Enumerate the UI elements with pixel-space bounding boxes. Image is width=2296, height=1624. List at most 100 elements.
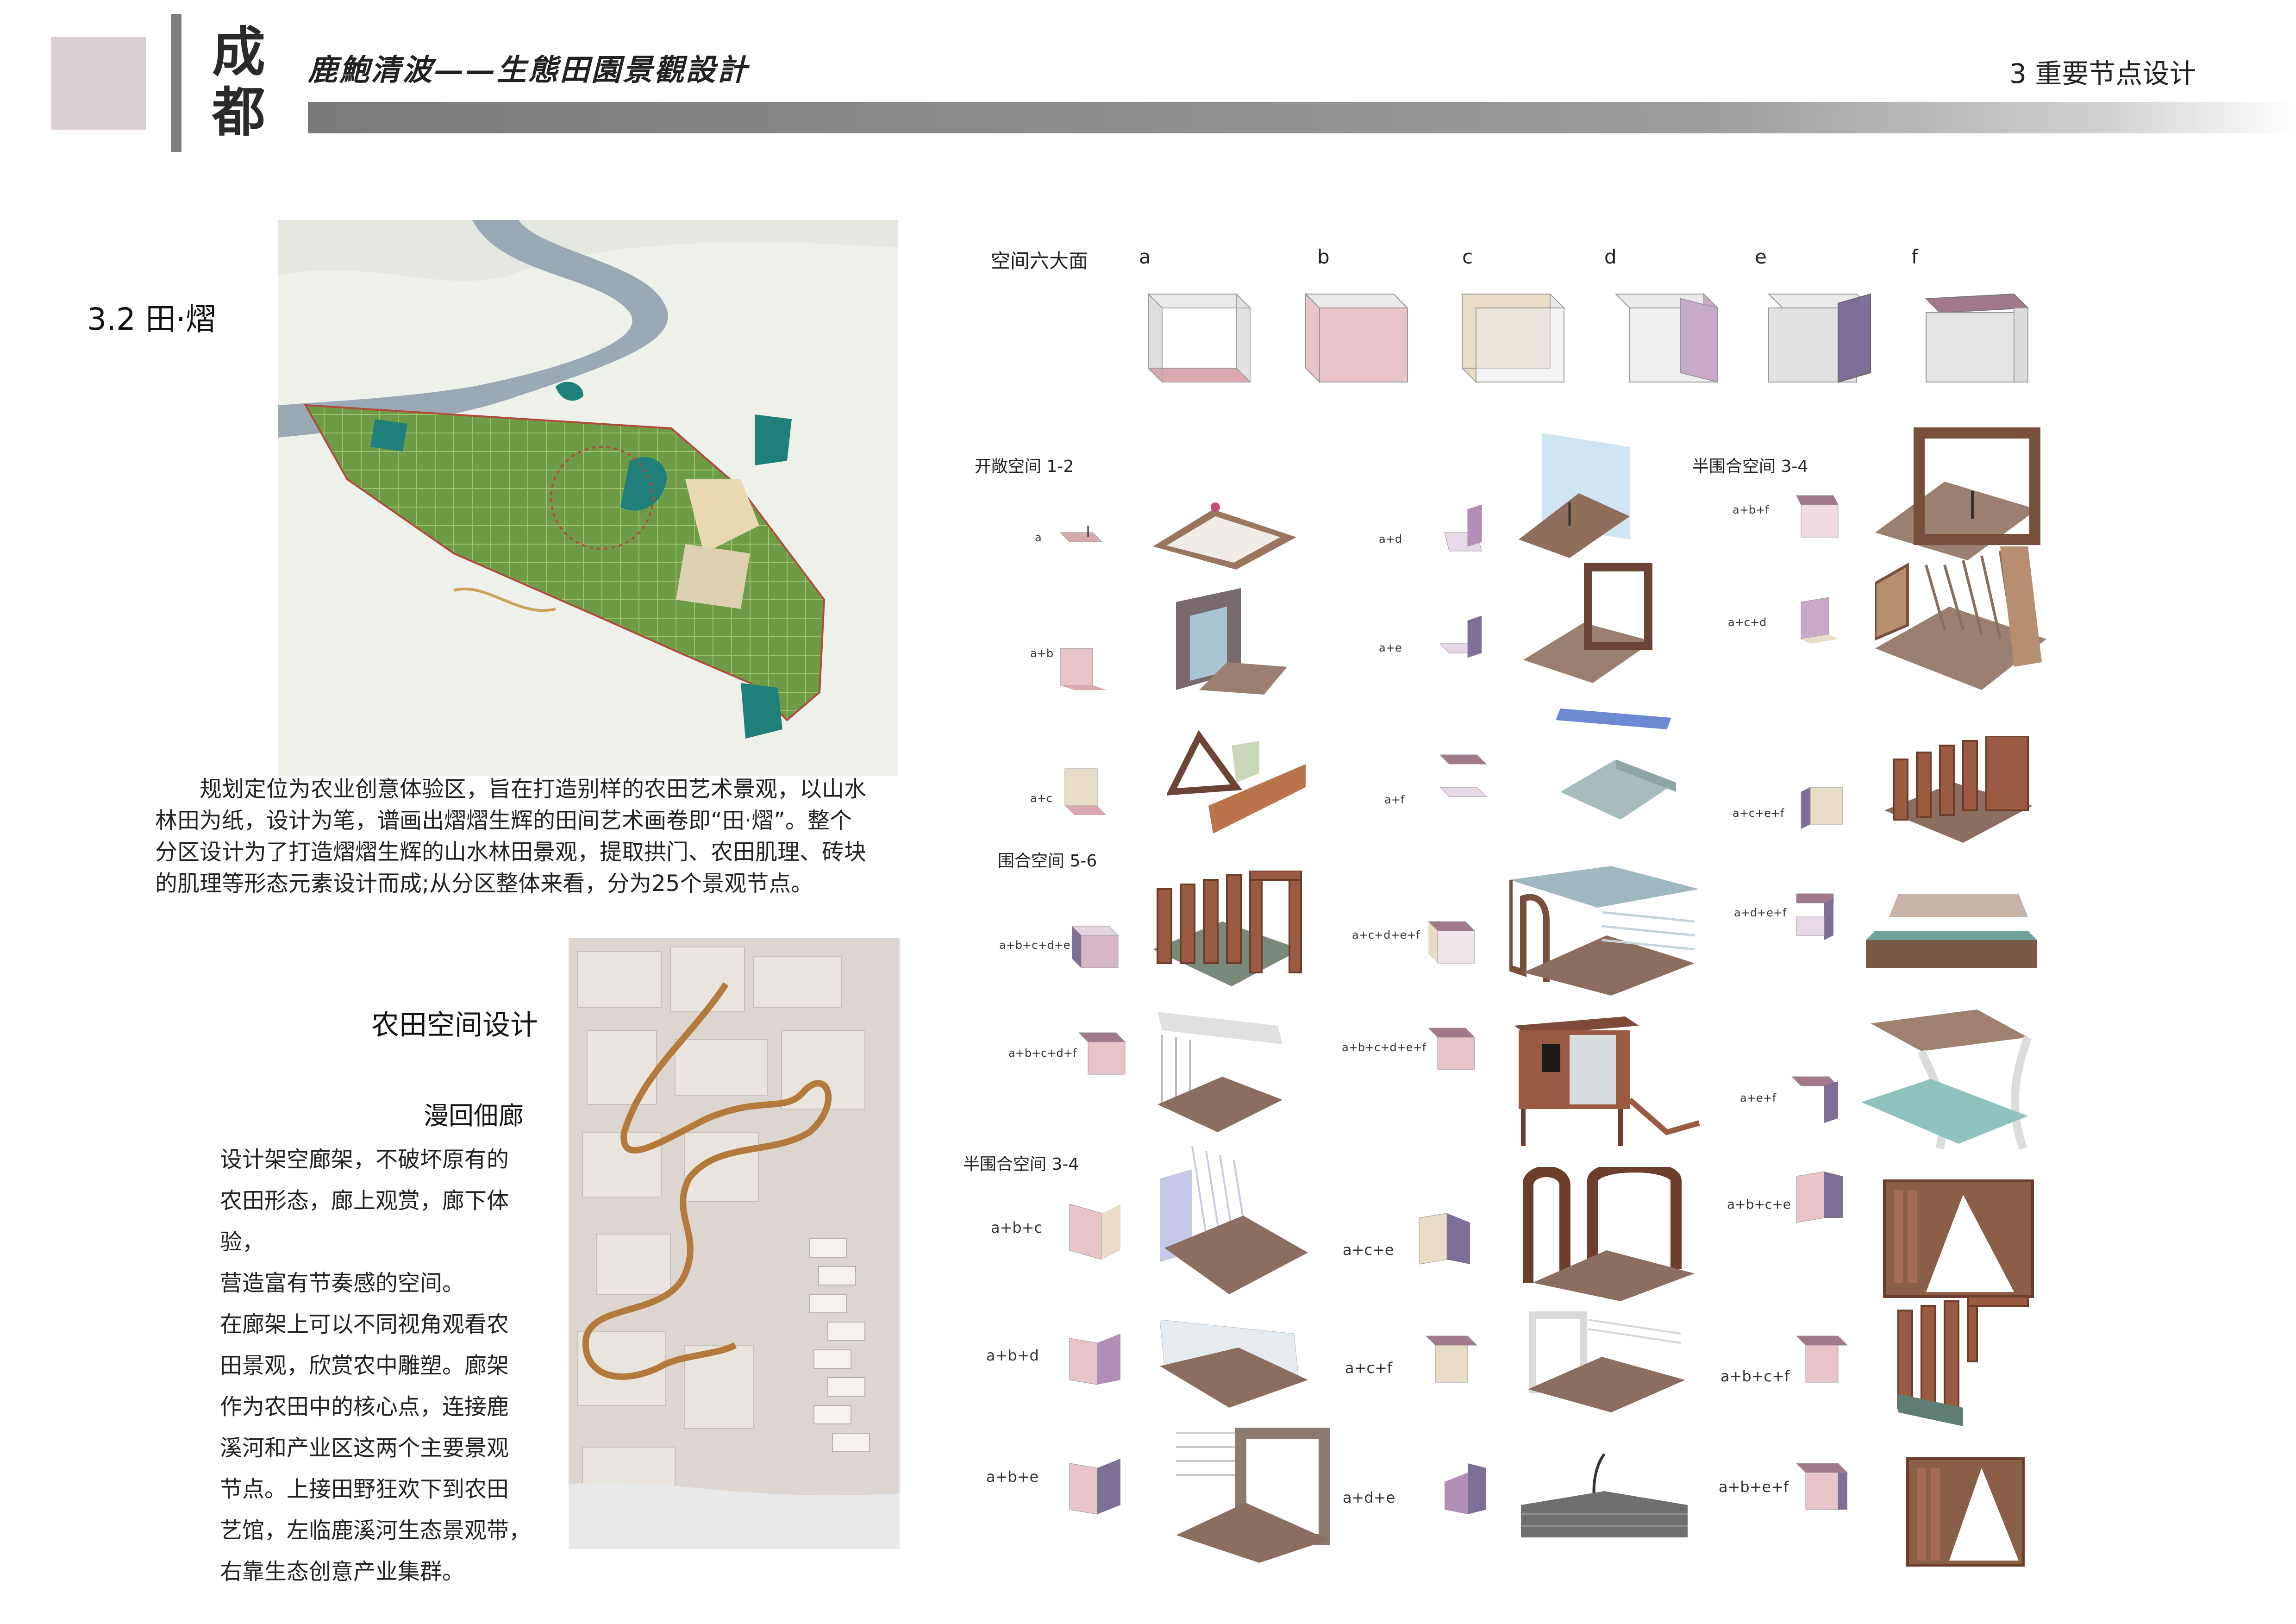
- face-label-c: c: [1462, 245, 1473, 268]
- combo-label: a+c+d: [1728, 616, 1767, 629]
- scene-open-door: [1523, 563, 1653, 683]
- combo-label: a+d: [1379, 533, 1402, 546]
- corridor-line: 节点。上接田野狂欢下到农田: [220, 1476, 509, 1502]
- combo-cube: [1425, 1336, 1478, 1383]
- header-bar: [308, 102, 2296, 133]
- face-cube-f: [1925, 293, 2029, 382]
- scene-enclosed-louver-room: [1157, 1012, 1283, 1132]
- combo-cube: [1796, 1336, 1848, 1383]
- corridor-heading: 漫回佃廊: [424, 1101, 524, 1130]
- combo-cube: [1796, 495, 1839, 538]
- combo-cube: [1796, 1463, 1848, 1510]
- combo-label: a+d+e+f: [1734, 906, 1787, 919]
- scene-semi-pergola: [1897, 1297, 2029, 1426]
- group-enclosed-heading: 围合空间 5-6: [998, 852, 1097, 871]
- combo-cube: [1445, 1463, 1486, 1514]
- combo-label: a+b+c+e: [1727, 1197, 1791, 1212]
- combo-cube: [1419, 1213, 1470, 1265]
- combo-label: a+b+c+d+f: [1008, 1047, 1077, 1060]
- combo-cube: [1427, 921, 1476, 964]
- corridor-line: 设计架空廊架，不破坏原有的: [220, 1147, 509, 1173]
- face-label-e: e: [1755, 245, 1767, 268]
- city-name-char-2: 都: [212, 81, 266, 144]
- combo-label: a+c+f: [1345, 1359, 1393, 1377]
- combo-label: a+b+d: [986, 1347, 1039, 1364]
- combo-label: a+b+c+d+e: [999, 939, 1070, 952]
- combo-label: a+b+c+d+e+f: [1342, 1041, 1426, 1054]
- combo-label: a+b+f: [1733, 503, 1769, 516]
- scene-semi-arch-walls: [1523, 1167, 1695, 1301]
- face-cube-a: [1147, 293, 1251, 383]
- face-cube-c: [1461, 293, 1565, 383]
- combo-cube: [1069, 1204, 1120, 1260]
- group-semi-top-heading: 半围合空间 3-4: [1692, 457, 1808, 476]
- combo-label: a+b+e+f: [1719, 1478, 1789, 1496]
- corridor-map: [569, 938, 900, 1549]
- face-cube-b: [1304, 293, 1409, 383]
- combo-cube: [1439, 615, 1483, 658]
- face-label-b: b: [1317, 245, 1330, 268]
- scene-semi-stairs: [1521, 1453, 1688, 1537]
- combo-cube: [1796, 893, 1834, 940]
- group-semi-bottom-heading: 半围合空间 3-4: [963, 1155, 1079, 1174]
- section-label: 3 重要节点设计: [2009, 58, 2196, 89]
- scene-open-arch-wall: [1176, 588, 1287, 695]
- farmland-heading: 农田空间设计: [371, 1009, 538, 1041]
- header-divider: [171, 14, 181, 152]
- scene-enclosed-canopy-platform: [1866, 894, 2037, 968]
- scene-enclosed-cabin: [1514, 1016, 1700, 1146]
- scene-semi-frame-louvers: [1176, 1428, 1330, 1563]
- combo-cube: [1064, 768, 1107, 815]
- combo-label: a+b+c: [991, 1219, 1043, 1236]
- corridor-description: 设计架空廊架，不破坏原有的 农田形态，廊上观赏，廊下体验， 营造富有节奏感的空间…: [220, 1139, 544, 1593]
- scene-semi-frame: [1875, 427, 2040, 560]
- combo-label: a+c+d+e+f: [1352, 928, 1420, 941]
- combo-cube: [1071, 926, 1119, 968]
- scene-semi-screen: [1160, 1146, 1308, 1294]
- face-label-a: a: [1139, 245, 1151, 268]
- corridor-line: 在廊架上可以不同视角观看农: [220, 1311, 509, 1337]
- corridor-line: 营造富有节奏感的空间。: [220, 1270, 465, 1296]
- scene-semi-triangle-arch: [1883, 1179, 2034, 1298]
- group-open-heading: 开敞空间 1-2: [975, 457, 1074, 476]
- combo-label: a+e: [1379, 641, 1402, 654]
- combo-cube: [1796, 1171, 1843, 1223]
- combo-label: a+d+e: [1343, 1489, 1395, 1506]
- scene-open-plaza: [1153, 502, 1296, 570]
- six-faces-title: 空间六大面: [991, 250, 1089, 272]
- combo-cube: [1078, 1032, 1126, 1075]
- combo-label: a+c+e: [1343, 1241, 1394, 1259]
- combo-label: a+b+c+f: [1720, 1367, 1790, 1385]
- project-title: 鹿鮑清波——生態田園景觀設計: [308, 53, 749, 88]
- scene-semi-brick-triangle: [1906, 1457, 2025, 1567]
- scene-semi-brick-columns: [1884, 736, 2033, 843]
- combo-label: a+b+e: [986, 1468, 1039, 1486]
- scene-open-wall: [1519, 433, 1630, 558]
- corridor-line: 溪河和产业区这两个主要景观: [220, 1435, 509, 1461]
- scene-enclosed-glass-pavilion: [1509, 866, 1699, 996]
- scene-semi-glass-wall: [1159, 1319, 1308, 1408]
- face-cube-d: [1614, 293, 1719, 383]
- combo-cube: [1059, 526, 1103, 542]
- combo-label: a+e+f: [1740, 1091, 1777, 1104]
- combo-cube: [1060, 648, 1107, 690]
- corridor-line: 农田形态，廊上观赏，廊下体验，: [220, 1188, 509, 1255]
- intro-text: 规划定位为农业创意体验区，旨在打造别样的农田艺术景观，以山水林田为纸，设计为笔，…: [155, 776, 867, 897]
- face-cube-e: [1767, 293, 1872, 383]
- intro-paragraph: 规划定位为农业创意体验区，旨在打造别样的农田艺术景观，以山水林田为纸，设计为笔，…: [155, 773, 868, 899]
- combo-label: a+c+e+f: [1733, 807, 1784, 820]
- combo-cube: [1069, 1334, 1120, 1385]
- scene-semi-curtain-canopy: [1861, 1010, 2032, 1150]
- combo-cube: [1427, 1028, 1476, 1070]
- scene-enclosed-brick-gate: [1153, 871, 1302, 986]
- face-label-d: d: [1604, 245, 1617, 268]
- logo-square: [51, 37, 146, 130]
- combo-cube: [1791, 1076, 1839, 1123]
- city-name-char-1: 成: [212, 21, 266, 83]
- scene-semi-doorway: [1528, 1311, 1685, 1412]
- combo-cube: [1801, 597, 1838, 644]
- combo-label: a: [1035, 531, 1042, 544]
- scene-open-canopy: [1556, 709, 1676, 820]
- combo-cube: [1069, 1459, 1120, 1515]
- masterplan-map: [278, 220, 898, 776]
